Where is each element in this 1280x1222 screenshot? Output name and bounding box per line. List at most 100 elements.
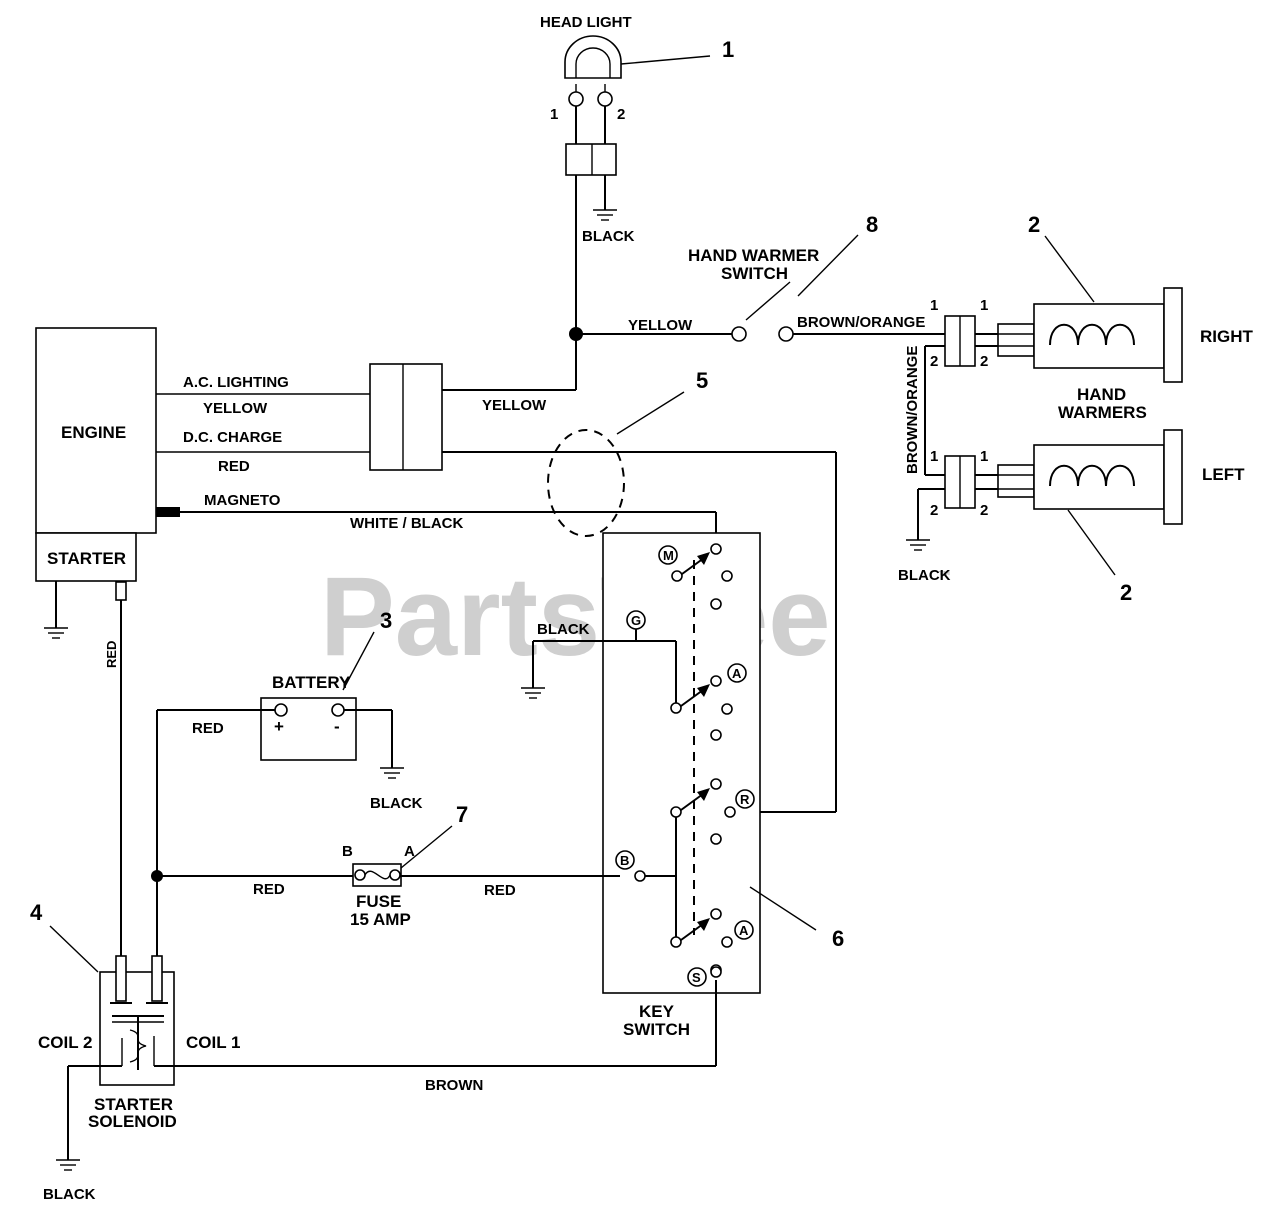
coil1-label: COIL 1 (186, 1033, 240, 1052)
hand-warmer-switch-label-1: HAND WARMER (688, 246, 819, 265)
right-warmer-coil-icon (1049, 323, 1135, 346)
callout-4: 4 (30, 900, 43, 925)
key-contact-a-lower (680, 923, 704, 941)
white-black-label: WHITE / BLACK (350, 515, 463, 532)
key-switch-label-1: KEY (639, 1002, 675, 1021)
key-terminal-b-label: B (620, 853, 629, 868)
key-terminal-s (687, 967, 707, 987)
starter-solenoid: COIL 2 COIL 1 STARTER SOLENOID 4 BLACK B… (30, 900, 722, 1203)
right-label: RIGHT (1200, 327, 1254, 346)
left-pin-2-left: 2 (930, 502, 938, 519)
left-warmer-grip (1163, 429, 1183, 525)
key-terminal-g-label: G (631, 613, 641, 628)
key-terminal-r (735, 789, 755, 809)
hand-warmers-label-1: HAND (1077, 385, 1126, 404)
key-ground-label: BLACK (537, 621, 590, 638)
battery-label: BATTERY (272, 673, 351, 692)
engine-box (35, 327, 157, 534)
key-contact-r (680, 793, 704, 811)
ac-lighting-label: A.C. LIGHTING (183, 374, 289, 391)
left-pin-1-left: 1 (930, 448, 938, 465)
headlight-bulb-outer (564, 35, 622, 79)
right-pin-1-left: 1 (930, 297, 938, 314)
callout-leader-2-bottom (1067, 509, 1116, 576)
brown-wire-label: BROWN (425, 1077, 483, 1094)
key-contact-a-upper (680, 689, 704, 707)
key-terminal-a-upper-label: A (732, 666, 742, 681)
left-pin-2-right: 2 (980, 502, 988, 519)
engine-connector (369, 363, 443, 471)
brown-orange-vertical-label: BROWN/ORANGE (904, 346, 921, 474)
right-pin-2-left: 2 (930, 353, 938, 370)
key-terminal-m (658, 545, 678, 565)
starter-box (35, 532, 137, 582)
key-terminal-b (615, 850, 635, 870)
key-terminal-m-label: M (663, 548, 674, 563)
brown-orange-label: BROWN/ORANGE (797, 314, 925, 331)
fuse-a-label: A (404, 843, 415, 860)
key-switch-label-2: SWITCH (623, 1020, 690, 1039)
headlight-pin-1-label: 1 (550, 106, 558, 123)
left-pin-1-right: 1 (980, 448, 988, 465)
callout-2-top: 2 (1028, 212, 1040, 237)
magneto-label: MAGNETO (204, 492, 281, 509)
headlight: HEAD LIGHT 1 1 2 BLACK (540, 14, 734, 390)
warmer-ground-label: BLACK (898, 567, 951, 584)
callout-leader-2-top (1044, 235, 1095, 303)
callout-5: 5 (696, 368, 708, 393)
starter-label: STARTER (47, 549, 126, 568)
callout-7: 7 (456, 802, 468, 827)
key-terminal-a-lower (734, 920, 754, 940)
key-switch-box (602, 532, 761, 994)
battery-red-label: RED (192, 720, 224, 737)
right-warmer-grip (1163, 287, 1183, 383)
headlight-pin-1 (568, 91, 584, 107)
hand-warmer-switch-label-2: SWITCH (721, 264, 788, 283)
solenoid-coil-icon (129, 1029, 147, 1063)
callout-3: 3 (380, 608, 392, 633)
key-terminal-r-label: R (740, 792, 750, 807)
battery-terminal-positive (274, 703, 288, 717)
headlight-filament (575, 47, 611, 78)
battery-terminal-negative (331, 703, 345, 717)
key-terminal-a-lower-label: A (739, 923, 749, 938)
key-terminal-a-upper (727, 663, 747, 683)
ground-icon (380, 767, 404, 779)
battery-minus-label: - (334, 717, 340, 736)
switch-terminal-left (731, 326, 747, 342)
key-switch: KEY SWITCH M G BLACK A (521, 532, 844, 1039)
ground-icon (521, 687, 545, 699)
right-pin-1-right: 1 (980, 297, 988, 314)
callout-leader-7 (400, 825, 453, 869)
ground-icon (56, 1159, 80, 1171)
red-wire-label-fuse-a: RED (484, 882, 516, 899)
headlight-pin-2 (597, 91, 613, 107)
engine: ENGINE STARTER (35, 327, 180, 639)
switch-lever (745, 281, 791, 321)
battery: BATTERY + - BLACK RED 3 (157, 608, 423, 812)
fuse-element-icon (364, 870, 391, 880)
solenoid-label-1: STARTER (94, 1095, 173, 1114)
callout-1: 1 (722, 37, 734, 62)
callout-8: 8 (866, 212, 878, 237)
left-label: LEFT (1202, 465, 1245, 484)
switch-terminal-right (778, 326, 794, 342)
fuse-b-label: B (342, 843, 353, 860)
coil2-label: COIL 2 (38, 1033, 92, 1052)
headlight-ground-label: BLACK (582, 228, 635, 245)
ground-icon (906, 539, 930, 551)
fuse-label-2: 15 AMP (350, 910, 411, 929)
dc-charge-label: D.C. CHARGE (183, 429, 282, 446)
ground-icon (593, 209, 617, 221)
callout-2-bottom: 2 (1120, 580, 1132, 605)
right-warmer-body (1033, 303, 1165, 369)
ground-icon (44, 627, 68, 639)
left-warmer-coil-icon (1049, 464, 1135, 487)
callout-leader-8 (797, 234, 859, 297)
yellow-wire-label-top: YELLOW (628, 317, 693, 334)
magneto-plug (156, 507, 180, 517)
left-warmer-plug (997, 464, 1035, 498)
hand-warmers-label-2: WARMERS (1058, 403, 1147, 422)
callout-leader-6 (749, 886, 817, 931)
